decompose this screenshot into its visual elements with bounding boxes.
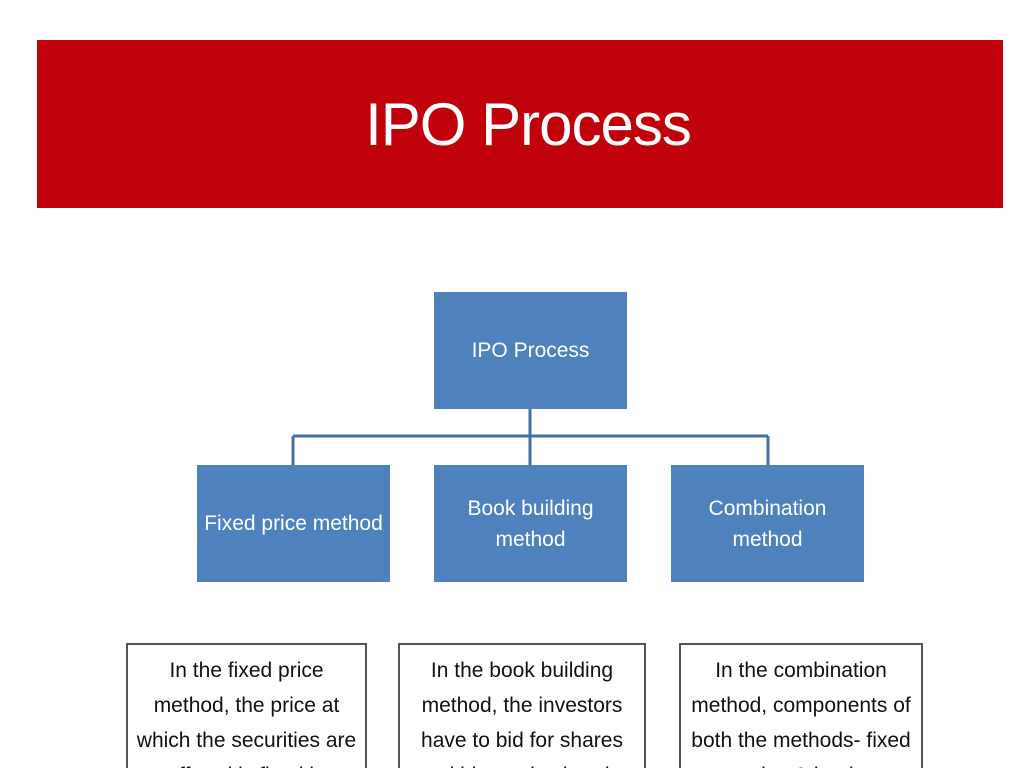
- note-book-building: In the book building method, the investo…: [398, 643, 646, 768]
- node-combination-method: Combination method: [671, 465, 864, 582]
- title-banner: IPO Process: [37, 40, 1003, 208]
- node-book-building-method-label: Book building method: [467, 496, 594, 551]
- node-ipo-process: IPO Process: [434, 292, 627, 409]
- node-ipo-process-label: IPO Process: [471, 339, 590, 362]
- note-book-building-text: In the book building method, the investo…: [421, 659, 623, 768]
- note-fixed-price-text: In the fixed price method, the price at …: [136, 659, 357, 768]
- note-combination: In the combination method, components of…: [679, 643, 923, 768]
- node-fixed-price-method-label: Fixed price method: [204, 512, 383, 535]
- node-fixed-price-method: Fixed price method: [197, 465, 390, 582]
- note-combination-text: In the combination method, components of…: [691, 659, 911, 768]
- note-fixed-price: In the fixed price method, the price at …: [126, 643, 367, 768]
- slide-title: IPO Process: [365, 90, 692, 158]
- node-combination-method-label: Combination method: [708, 496, 827, 551]
- node-book-building-method: Book building method: [434, 465, 627, 582]
